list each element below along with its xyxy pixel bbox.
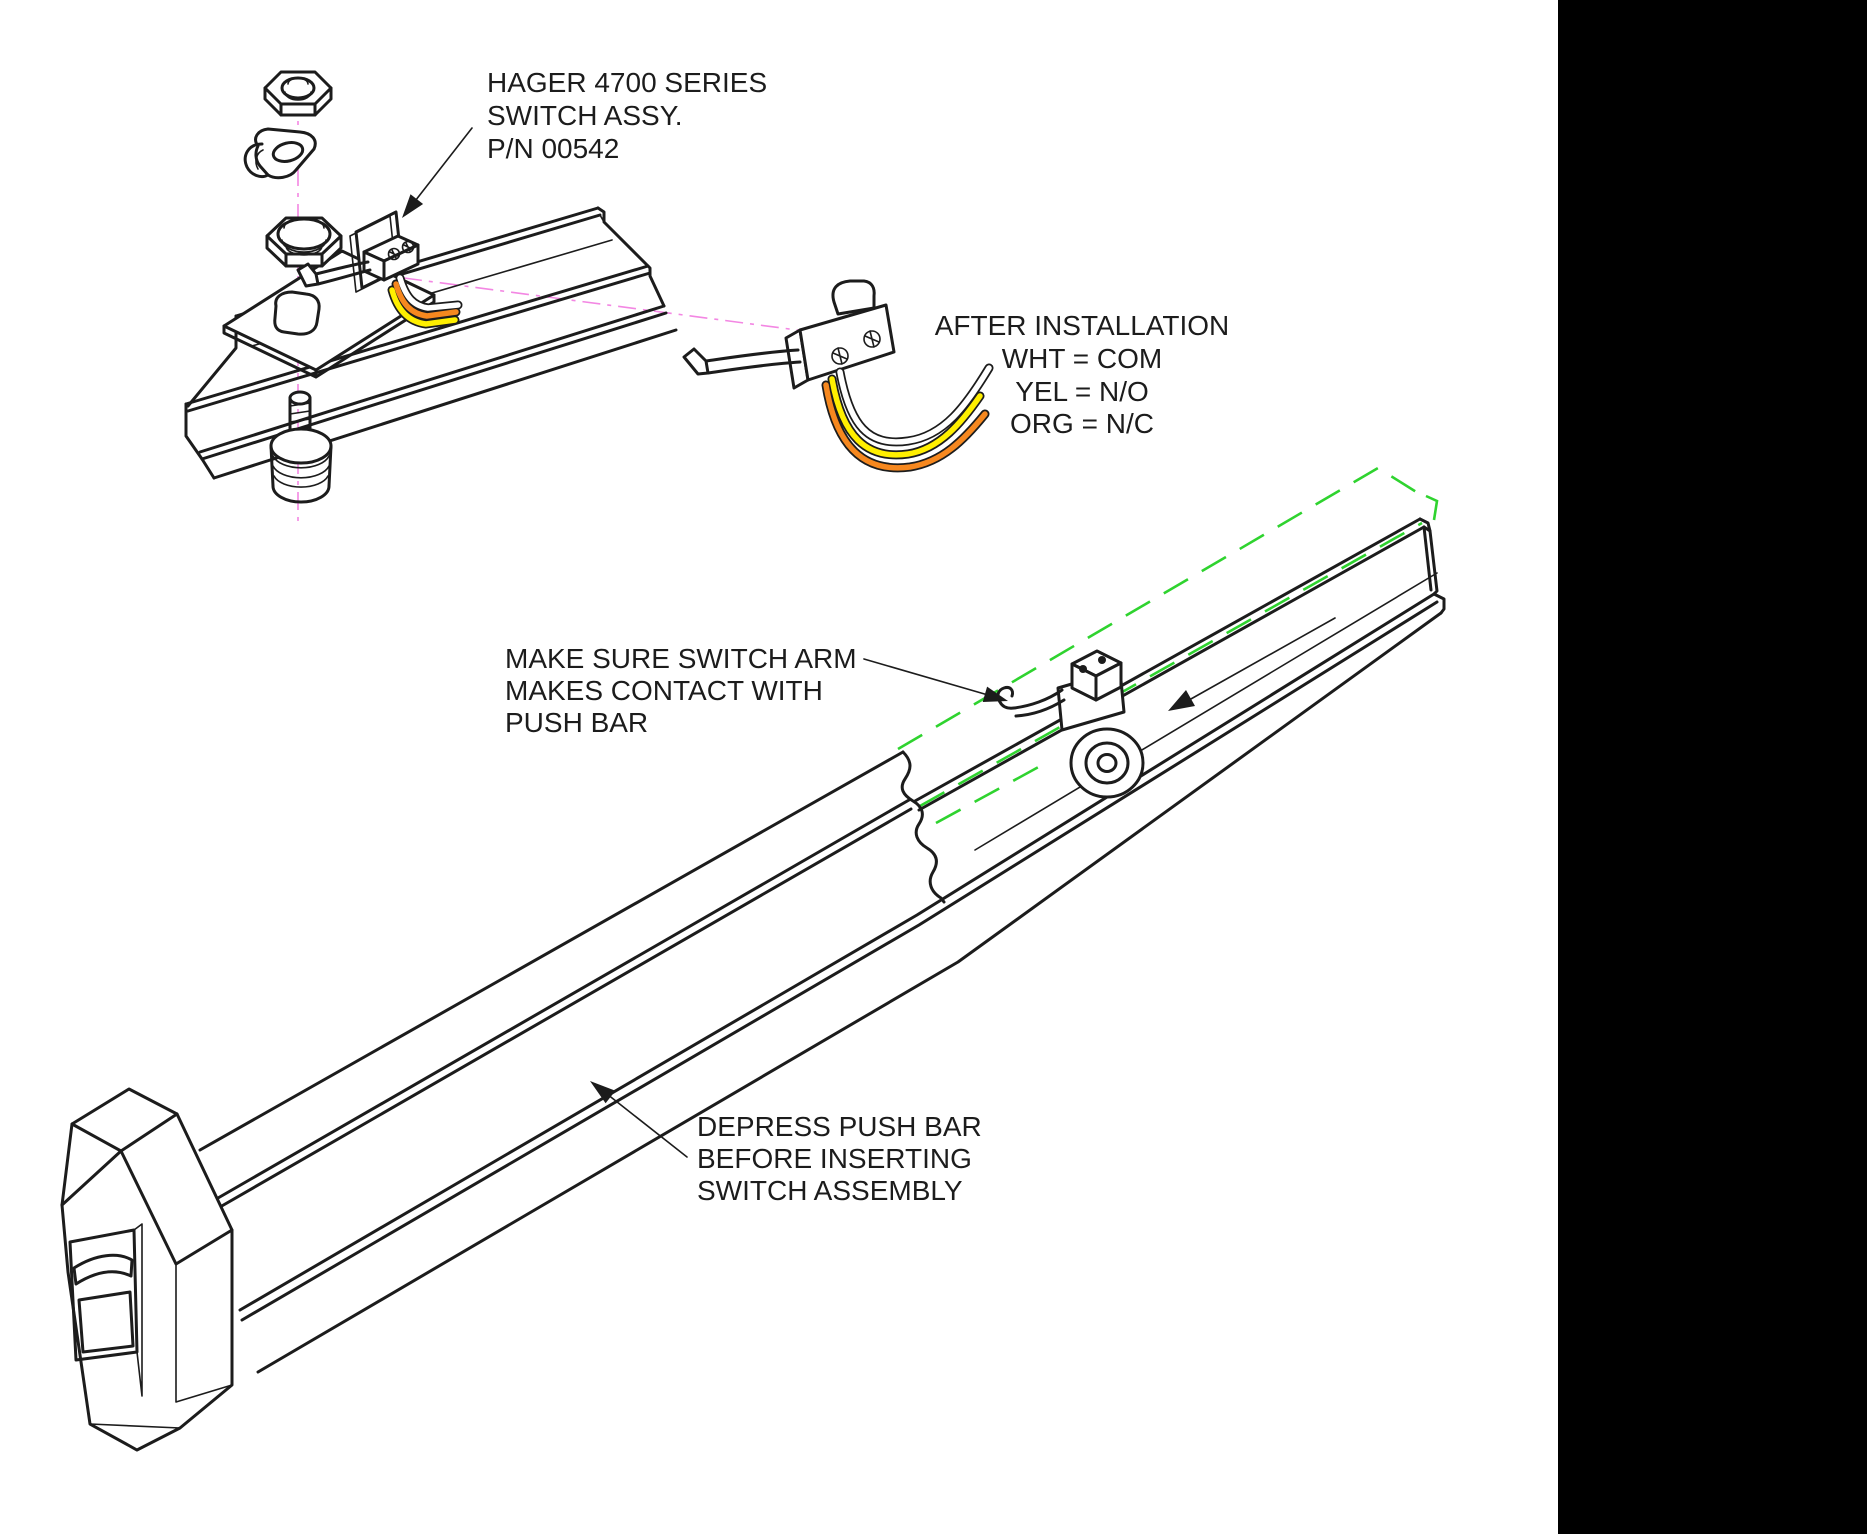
label-line: PUSH BAR: [505, 707, 648, 738]
label-line: YEL = N/O: [1015, 376, 1149, 407]
push-bar-break: [900, 750, 946, 904]
insertion-arrow: [1168, 617, 1336, 711]
cable-clamp: [243, 127, 317, 180]
leader-arrow: [402, 127, 473, 218]
mounting-rail: [184, 206, 678, 480]
label-line: AFTER INSTALLATION: [935, 310, 1230, 341]
switch-arm: [996, 686, 1066, 718]
leader-arrow: [863, 658, 1008, 702]
main-assembly: MAKE SURE SWITCH ARM MAKES CONTACT WITH …: [60, 466, 1446, 1452]
threaded-stud: [288, 390, 312, 438]
leader-arrow: [590, 1081, 688, 1158]
lead-wires: [821, 363, 994, 473]
exploded-view: HAGER 4700 SERIES SWITCH ASSY. P/N 00542: [184, 67, 813, 522]
label-line: MAKE SURE SWITCH ARM: [505, 643, 857, 674]
switch-arm: [296, 260, 372, 288]
label-line: MAKES CONTACT WITH: [505, 675, 823, 706]
thread-bushing: [269, 427, 333, 504]
hidden-position-outline: [897, 466, 1439, 825]
label-line: ORG = N/C: [1010, 408, 1154, 439]
label-line: WHT = COM: [1002, 343, 1162, 374]
rail-right-section: [913, 517, 1446, 851]
lead-wires: [387, 273, 463, 329]
label-line: HAGER 4700 SERIES: [487, 67, 767, 98]
label-switch-assembly: HAGER 4700 SERIES SWITCH ASSY. P/N 00542: [402, 67, 767, 218]
after-installation-label: AFTER INSTALLATION WHT = COM YEL = N/O O…: [935, 310, 1230, 439]
rail-switch: [996, 649, 1126, 732]
end-cap: [60, 1087, 234, 1452]
wire-white: [397, 275, 461, 311]
label-line: P/N 00542: [487, 133, 619, 164]
wire-yellow: [389, 287, 458, 327]
installed-switch: AFTER INSTALLATION WHT = COM YEL = N/O O…: [682, 279, 1230, 473]
label-line: SWITCH ASSEMBLY: [697, 1175, 963, 1206]
mounting-nut: [265, 216, 343, 268]
push-bar: [198, 592, 1443, 1374]
hex-nut: [263, 70, 333, 117]
switch-arm-note: MAKE SURE SWITCH ARM MAKES CONTACT WITH …: [505, 643, 1008, 738]
label-line: DEPRESS PUSH BAR: [697, 1111, 982, 1142]
micro-switch: [296, 210, 463, 329]
wire-orange: [823, 382, 988, 471]
mounting-plate: [222, 249, 436, 379]
side-black-panel: [1558, 0, 1867, 1534]
wire-orange: [393, 281, 459, 319]
depress-note: DEPRESS PUSH BAR BEFORE INSERTING SWITCH…: [590, 1081, 982, 1206]
label-line: SWITCH ASSY.: [487, 100, 683, 131]
roller-washer: [1069, 727, 1145, 799]
wire-yellow: [829, 376, 983, 458]
switch-arm: [682, 347, 802, 376]
wire-white: [837, 365, 992, 445]
label-line: BEFORE INSERTING: [697, 1143, 972, 1174]
alignment-line: [403, 277, 813, 333]
